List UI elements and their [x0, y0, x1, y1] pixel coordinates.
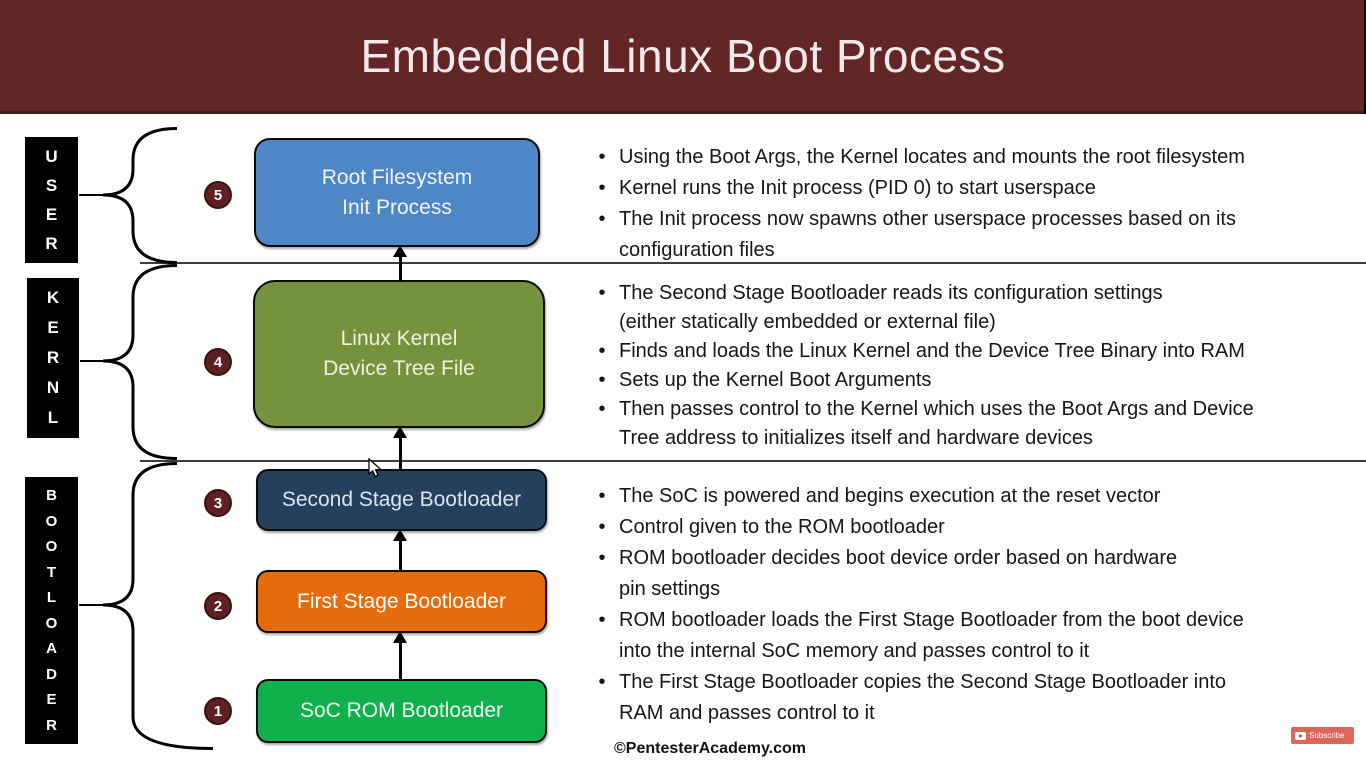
note-text: Kernel runs the Init process (PID 0) to … — [619, 177, 1096, 199]
stage-badge-1: 1 — [204, 697, 232, 725]
note-text: The First Stage Bootloader copies the Se… — [619, 671, 1227, 724]
stage-badge-2: 2 — [204, 592, 232, 620]
bullet-dot: • — [598, 282, 606, 304]
stage-badge-4: 4 — [204, 348, 232, 376]
bullet-dot: • — [598, 485, 606, 507]
stage-box-soc-rom-bootloader: SoC ROM Bootloader — [256, 679, 547, 743]
page-title: Embedded Linux Boot Process — [360, 29, 1006, 82]
note-item: • Control given to the ROM bootloader — [585, 512, 1363, 543]
bullet-dot: • — [598, 177, 606, 199]
note-text: The SoC is powered and begins execution … — [619, 485, 1161, 507]
note-item: • ROM bootloader decides boot device orde… — [585, 543, 1363, 605]
stage-box-first-stage-bootloader: First Stage Bootloader — [256, 570, 547, 633]
notes-user: • Using the Boot Args, the Kernel locates… — [585, 142, 1363, 266]
brace-bootloader — [102, 462, 214, 750]
bullet-dot: • — [598, 609, 606, 631]
note-text: The Init process now spawns other usersp… — [619, 208, 1236, 261]
stage-box-root-filesystem: Root Filesystem Init Process — [254, 138, 540, 247]
notes-bootloader: • The SoC is powered and begins execution… — [585, 481, 1363, 729]
stage-box-second-stage-bootloader: Second Stage Bootloader — [256, 469, 547, 531]
bullet-dot: • — [598, 547, 606, 569]
note-item: • ROM bootloader loads the First Stage Bo… — [585, 605, 1363, 667]
note-item: • Using the Boot Args, the Kernel locates… — [585, 142, 1363, 173]
note-text: Control given to the ROM bootloader — [619, 516, 945, 538]
group-label-user: U S E R — [25, 137, 78, 263]
divider-kernel-bootloader — [140, 460, 1366, 462]
notes-kernel: • The Second Stage Bootloader reads its c… — [585, 279, 1363, 453]
screen-right-edge — [1364, 0, 1366, 114]
note-text: ROM bootloader loads the First Stage Boo… — [619, 609, 1244, 662]
arrow-stage1-to-stage2 — [393, 631, 407, 681]
stage-box-linux-kernel: Linux Kernel Device Tree File — [253, 280, 545, 428]
note-text: ROM bootloader decides boot device order… — [619, 547, 1178, 600]
youtube-play-icon — [1295, 731, 1306, 740]
stage-badge-5: 5 — [204, 181, 232, 209]
bullet-dot: • — [598, 340, 606, 362]
bullet-dot: • — [598, 369, 606, 391]
subscribe-label: Subscribe — [1309, 730, 1345, 740]
note-text: Using the Boot Args, the Kernel locates … — [619, 146, 1245, 168]
arrow-stage4-to-stage5 — [393, 245, 407, 282]
connector-bootloader — [79, 604, 107, 606]
note-item: • The SoC is powered and begins execution… — [585, 481, 1363, 512]
divider-user-kernel — [140, 262, 1366, 264]
bullet-dot: • — [598, 398, 606, 420]
bullet-dot: • — [598, 208, 606, 230]
note-item: • Finds and loads the Linux Kernel and th… — [585, 337, 1363, 366]
mouse-cursor-icon — [368, 458, 383, 478]
note-item: • The Second Stage Bootloader reads its c… — [585, 279, 1363, 337]
arrow-stage3-to-stage4 — [393, 426, 407, 471]
title-bar: Embedded Linux Boot Process — [0, 0, 1366, 114]
bullet-dot: • — [598, 671, 606, 693]
note-item: • The First Stage Bootloader copies the S… — [585, 667, 1363, 729]
stage-badge-3: 3 — [204, 489, 232, 517]
note-item: • Then passes control to the Kernel which… — [585, 395, 1363, 453]
bullet-dot: • — [598, 516, 606, 538]
subscribe-button[interactable]: Subscribe — [1291, 727, 1354, 744]
brace-kernel — [102, 264, 178, 460]
note-text: Sets up the Kernel Boot Arguments — [619, 369, 932, 391]
group-label-kernel: K E R N L — [27, 278, 79, 438]
connector-kernel — [80, 360, 107, 362]
bullet-dot: • — [598, 146, 606, 168]
note-item: • Kernel runs the Init process (PID 0) to… — [585, 173, 1363, 204]
note-item: • The Init process now spawns other users… — [585, 204, 1363, 266]
brace-user — [102, 127, 178, 264]
group-label-bootloader: B O O T L O A D E R — [25, 477, 78, 744]
note-item: • Sets up the Kernel Boot Arguments — [585, 366, 1363, 395]
copyright-text: ©PentesterAcademy.com — [614, 740, 807, 757]
note-text: Finds and loads the Linux Kernel and the… — [619, 340, 1245, 362]
arrow-stage2-to-stage3 — [393, 529, 407, 572]
connector-user — [79, 194, 107, 196]
note-text: The Second Stage Bootloader reads its co… — [619, 282, 1163, 333]
note-text: Then passes control to the Kernel which … — [619, 398, 1254, 449]
